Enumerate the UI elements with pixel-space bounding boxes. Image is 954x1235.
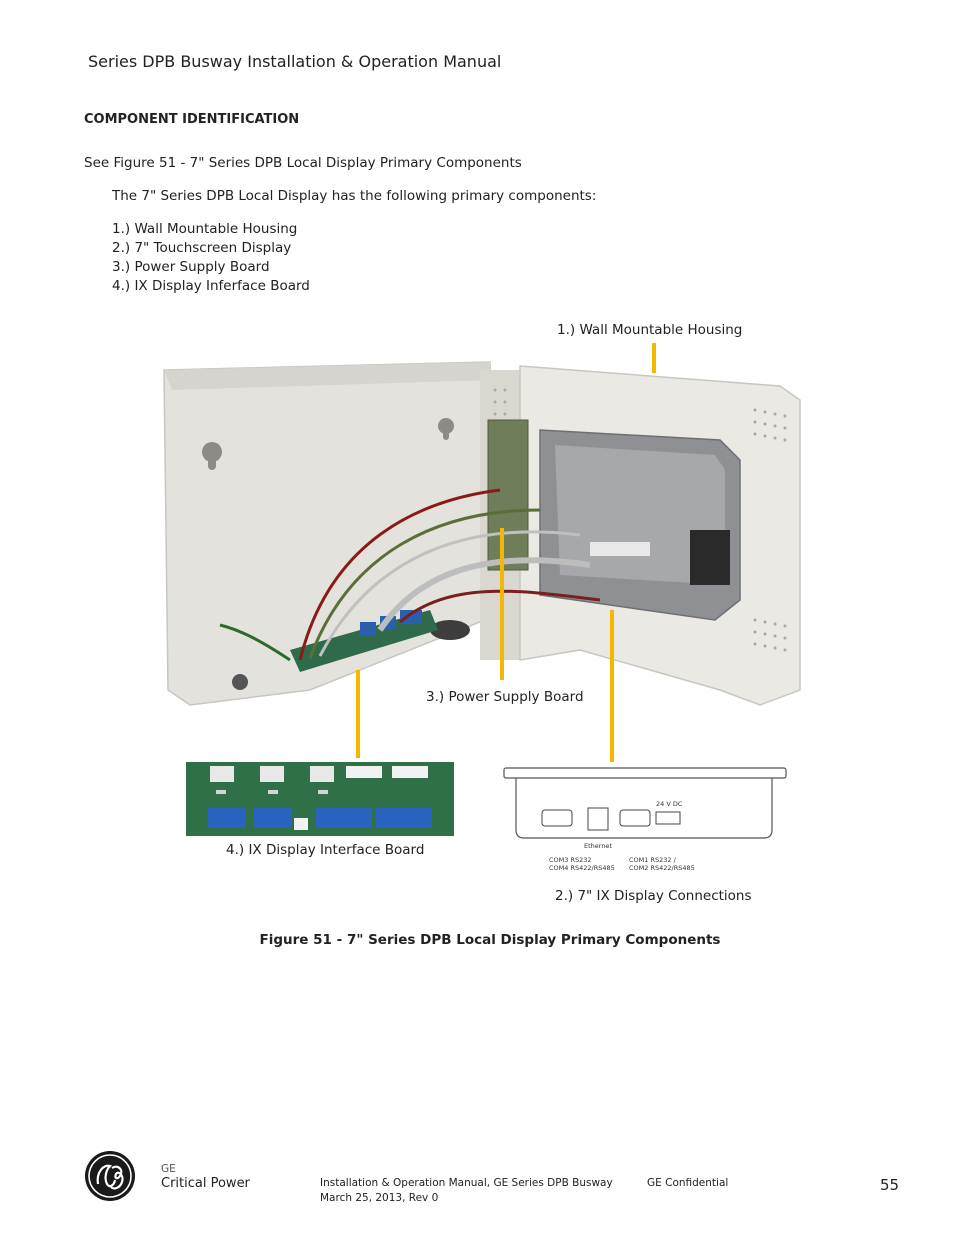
enclosure-photo xyxy=(163,361,801,706)
com4-label: COM4 RS422/RS485 xyxy=(549,864,615,872)
footer-company: GE xyxy=(161,1163,176,1175)
connector-label: COM3 RS232 COM4 RS422/RS485 Ethernet COM… xyxy=(549,800,695,872)
page-header-title: Series DPB Busway Installation & Operati… xyxy=(88,52,502,71)
components-lead-text: The 7" Series DPB Local Display has the … xyxy=(112,188,597,204)
component-list: 1.) Wall Mountable Housing 2.) 7" Touchs… xyxy=(112,220,310,296)
callout-power-supply: 3.) Power Supply Board xyxy=(426,689,584,705)
list-item: 1.) Wall Mountable Housing xyxy=(112,221,298,237)
list-item: 4.) IX Display Inferface Board xyxy=(112,278,310,294)
display-connections-drawing: COM3 RS232 COM4 RS422/RS485 Ethernet COM… xyxy=(503,767,787,872)
footer-doc-date: March 25, 2013, Rev 0 xyxy=(320,1192,439,1204)
list-item: 3.) Power Supply Board xyxy=(112,259,270,275)
leader-line-interface-board xyxy=(356,670,360,758)
leader-line-housing xyxy=(652,343,656,373)
figure-caption: Figure 51 - 7" Series DPB Local Display … xyxy=(259,932,721,948)
footer-division: Critical Power xyxy=(161,1176,250,1191)
ge-logo xyxy=(85,1151,135,1201)
callout-interface-board: 4.) IX Display Interface Board xyxy=(226,842,425,858)
callout-housing: 1.) Wall Mountable Housing xyxy=(557,322,743,338)
ethernet-label: Ethernet xyxy=(584,842,612,850)
interface-board-photo xyxy=(186,762,454,836)
page-number: 55 xyxy=(880,1176,900,1194)
section-heading: COMPONENT IDENTIFICATION xyxy=(84,112,300,127)
leader-line-power-supply xyxy=(500,528,504,680)
list-item: 2.) 7" Touchscreen Display xyxy=(112,240,292,256)
footer-confidential: GE Confidential xyxy=(647,1177,729,1189)
leader-line-connections xyxy=(610,610,614,762)
com2-label: COM2 RS422/RS485 xyxy=(629,864,695,872)
com1-label: COM1 RS232 / xyxy=(629,856,677,864)
footer-doc-title: Installation & Operation Manual, GE Seri… xyxy=(320,1177,613,1189)
callout-connections: 2.) 7" IX Display Connections xyxy=(555,888,752,904)
power-label: 24 V DC xyxy=(656,800,683,808)
com3-label: COM3 RS232 xyxy=(549,856,592,864)
vent-pattern xyxy=(493,388,787,652)
figure-reference-text: See Figure 51 - 7" Series DPB Local Disp… xyxy=(84,155,522,171)
